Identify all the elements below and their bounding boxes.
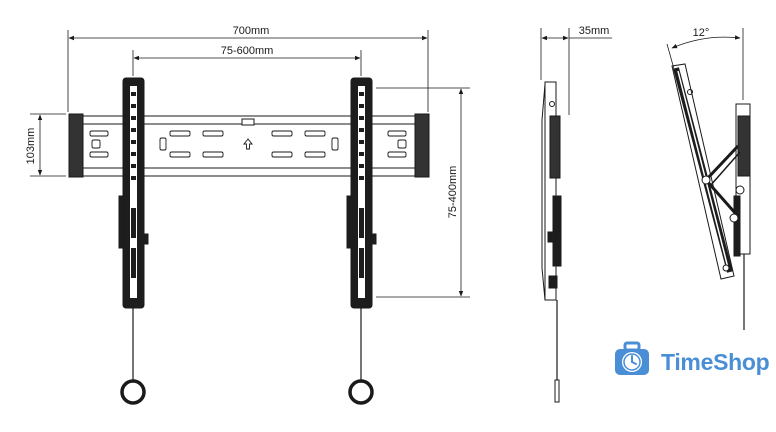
brand-name: TimeShop [661, 348, 770, 375]
dimension-rail-height [30, 113, 66, 177]
brand-logo: TimeShop [611, 340, 771, 384]
side-view [540, 28, 612, 403]
tilt-view [666, 28, 751, 330]
label-overall-width: 700mm [233, 25, 270, 37]
suitcase-clock-icon [611, 340, 655, 385]
left-vertical-arm [118, 77, 149, 405]
front-view [30, 30, 470, 405]
label-depth: 35mm [579, 25, 610, 37]
label-rail-height: 103mm [25, 128, 37, 165]
dimension-depth [540, 28, 612, 115]
dimension-vesa-horizontal [132, 50, 362, 76]
right-vertical-arm [346, 77, 377, 405]
dimension-tilt-angle [666, 28, 744, 100]
label-tilt-angle: 12° [693, 27, 710, 39]
label-vesa-horizontal: 75-600mm [221, 45, 274, 57]
dimension-vesa-vertical [376, 87, 470, 298]
dimension-overall-width [67, 30, 429, 112]
label-vesa-vertical: 75-400mm [447, 166, 459, 219]
